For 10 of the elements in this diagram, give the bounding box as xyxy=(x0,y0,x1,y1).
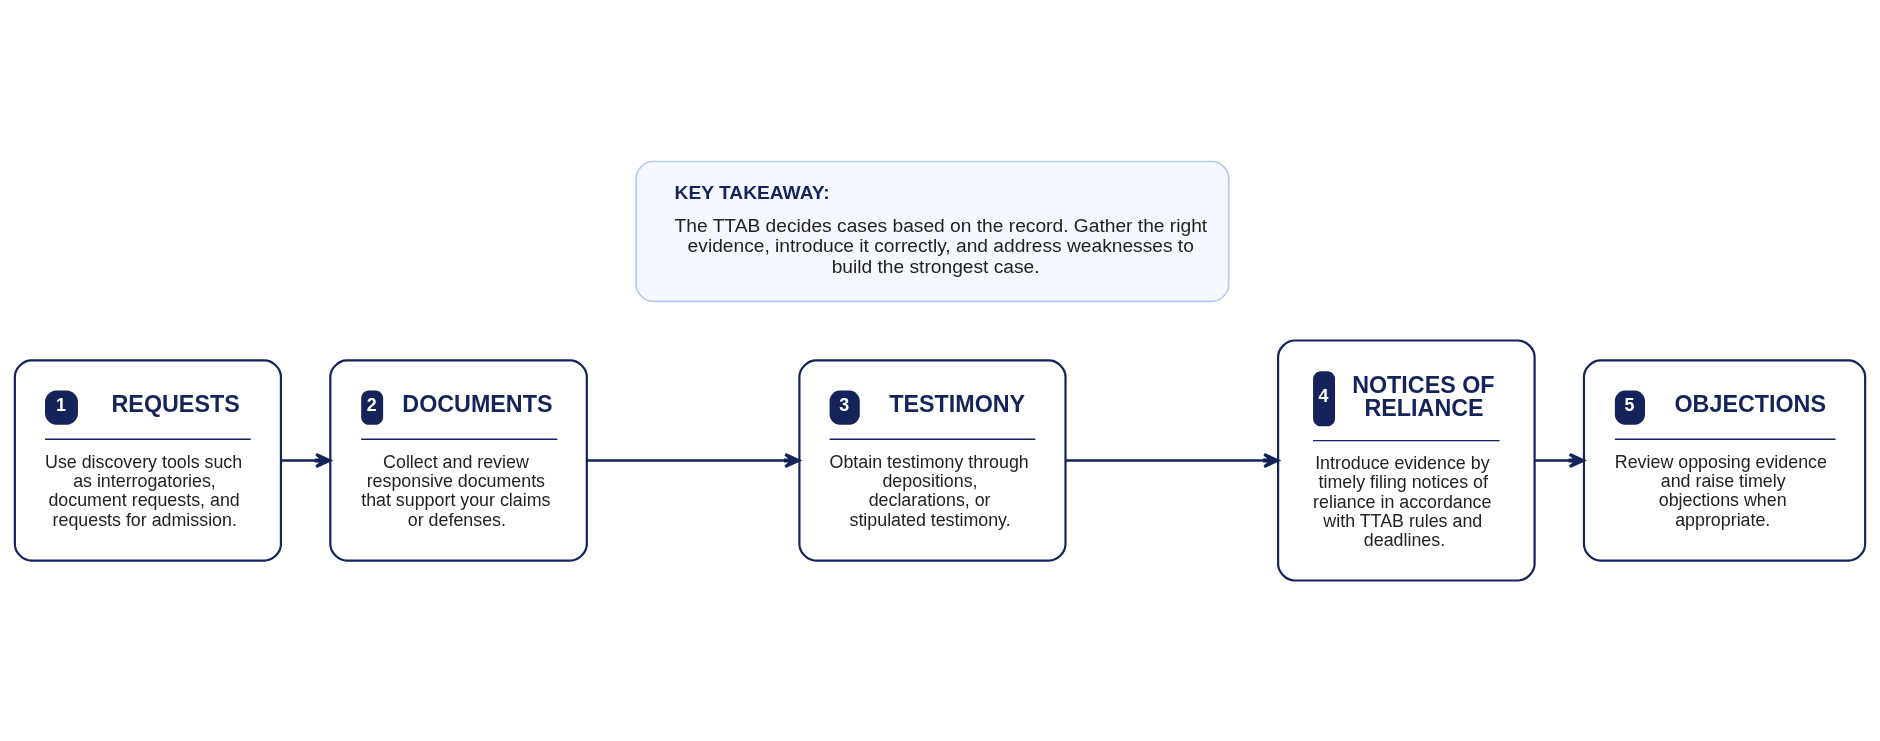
node-box: 5 OBJECTIONS Review opposing evidence and raise timely objections when appropriate. xyxy=(1582,358,1867,562)
node-box: KEY TAKEAWAY: The TTAB decides cases based on the record. Gather the right evidence, introduce it correctly, and address weaknesses to build the strongest case. xyxy=(635,160,1230,302)
node-box: 4 NOTICES OF RELIANCE Introduce evidence by timely filing notices of reliance in accordance with TTAB rules and deadlines. xyxy=(1277,338,1536,582)
arrow xyxy=(586,452,801,468)
node-box: 2 DOCUMENTS Collect and review responsive documents that support your claims or defenses. xyxy=(329,358,588,562)
node-box: 3 TESTIMONY Obtain testimony through depositions, declarations, or stipulated testimony. xyxy=(798,358,1067,562)
arrow xyxy=(281,452,332,468)
arrow xyxy=(1065,452,1280,468)
node-box: 1 REQUESTS Use discovery tools such as interrogatories, document requests, and requests for admission. xyxy=(13,358,283,562)
arrow xyxy=(1534,452,1585,468)
